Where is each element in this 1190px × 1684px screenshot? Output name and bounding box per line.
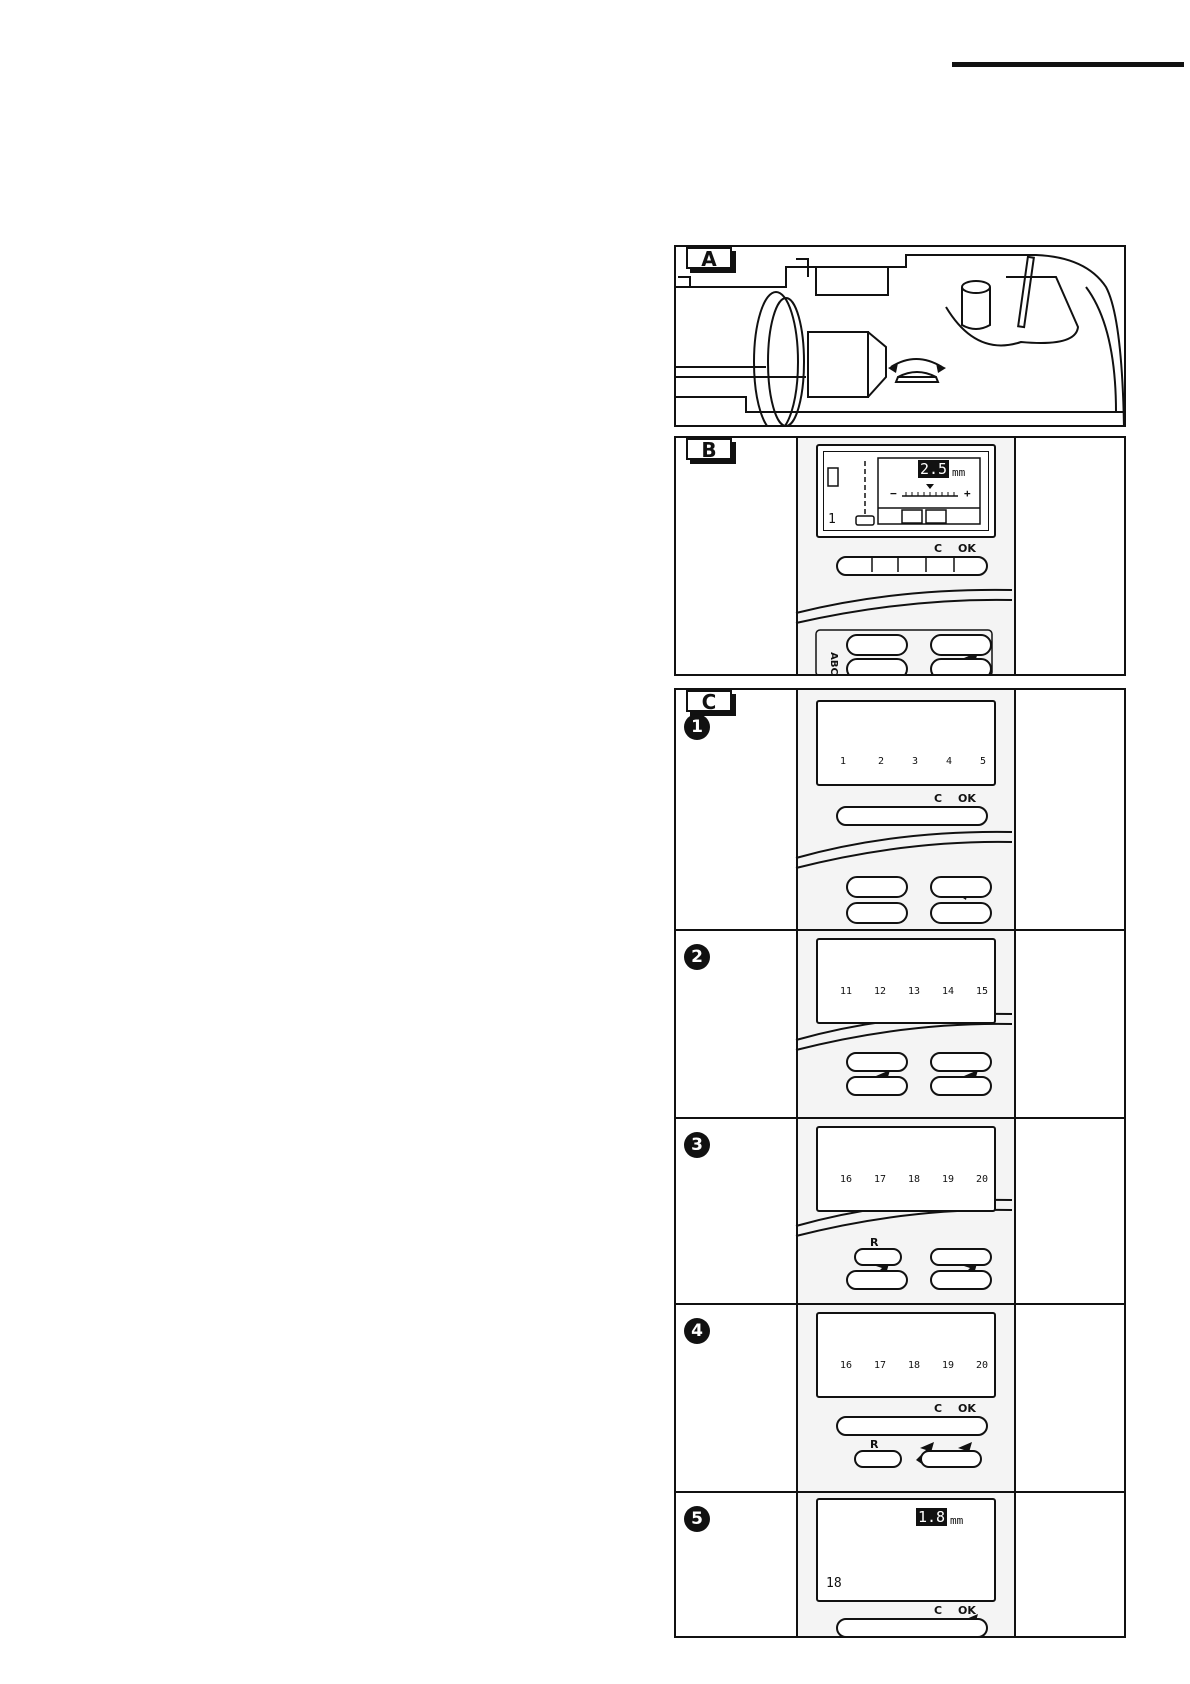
length-unit: mm [950,1514,964,1527]
mode-key-1[interactable] [846,634,908,656]
stitch-label: 5 [980,756,987,767]
left-right-key[interactable] [920,1450,982,1468]
plus-sign: + [964,487,971,500]
lcd-screen-step-1 [816,700,996,786]
panel-a-label: A [686,247,732,269]
page-back-key[interactable] [846,1270,908,1290]
stitch-label: 17 [874,1360,887,1371]
key-ok-label: OK [958,1604,976,1617]
reverse-key[interactable] [854,1450,902,1468]
figure-panel-a: A [674,245,1126,427]
figure-panel-b: B 2.5 mm − + 1 C OK [674,436,1126,676]
stitch-label: 16 [840,1174,853,1185]
stitch-label: 20 [976,1174,989,1185]
stitch-label: 4 [946,756,953,767]
length-unit: mm [952,466,966,479]
stitch-label: 12 [874,986,887,997]
step-2-badge: 2 [684,944,710,970]
key-c-label: C [934,1402,943,1415]
reverse-key[interactable] [854,1248,902,1266]
lcd-screen-step-3 [816,1126,996,1212]
function-key-row[interactable] [836,1618,988,1636]
stitch-label: 15 [976,986,989,997]
stitch-label: 2 [878,756,885,767]
step-1-badge: 1 [684,714,710,740]
panel-c-label: C [686,690,732,712]
key-c-label: C [934,1604,943,1617]
key-ok-label: OK [958,792,976,805]
stitch-number: 18 [826,1576,842,1591]
step-4-badge: 4 [684,1318,710,1344]
function-key-row[interactable] [836,806,988,826]
machine-illustration [676,254,1124,425]
stitch-label: 17 [874,1174,887,1185]
stitch-label: 19 [942,1174,955,1185]
back-key[interactable] [846,1052,908,1072]
stitch-label: 18 [908,1174,921,1185]
function-key-row[interactable] [836,1416,988,1436]
step-3-badge: 3 [684,1132,710,1158]
stitch-label: 1 [840,756,847,767]
key-c-label: C [934,792,943,805]
stitch-label: 11 [840,986,853,997]
forward-key[interactable] [930,1052,992,1072]
length-value: 2.5 [918,460,950,478]
mode-key-2[interactable] [930,876,992,898]
mode-key-abc[interactable] [846,902,908,924]
mode-key-1[interactable] [846,876,908,898]
scroll-left-key[interactable] [846,1076,908,1096]
lcd-screen-b: 2.5 mm − + 1 [816,444,996,538]
stitch-label: 16 [840,1360,853,1371]
scroll-right-key[interactable] [930,1076,992,1096]
lcd-screen-step-4 [816,1312,996,1398]
function-key-row[interactable] [836,556,988,576]
mode-key-4[interactable] [930,902,992,924]
minus-sign: − [890,487,897,500]
mode-key-2[interactable] [930,634,992,656]
step-5-badge: 5 [684,1506,710,1532]
mode-key-4[interactable] [930,658,992,674]
stitch-number: 1 [828,512,836,527]
stitch-label: 20 [976,1360,989,1371]
length-value: 1.8 [916,1508,948,1526]
stitch-label: 3 [912,756,919,767]
key-r-label: R [870,1236,879,1249]
stitch-label: 14 [942,986,955,997]
key-c-label: C [934,542,943,555]
panel-b-label: B [686,438,732,460]
header-rule [952,62,1184,67]
stitch-label: 18 [908,1360,921,1371]
abc-label: ABC [827,652,839,675]
lcd-screen-step-2 [816,938,996,1024]
key-ok-label: OK [958,542,976,555]
key-r-label: R [870,1438,879,1451]
key-ok-label: OK [958,1402,976,1415]
stitch-label: 19 [942,1360,955,1371]
page-forward-key[interactable] [930,1270,992,1290]
stitch-label: 13 [908,986,921,997]
figure-panel-c: C [674,688,1126,1638]
lcd-screen-step-5 [816,1498,996,1602]
left-right-key[interactable] [930,1248,992,1266]
mode-key-abc[interactable] [846,658,908,674]
